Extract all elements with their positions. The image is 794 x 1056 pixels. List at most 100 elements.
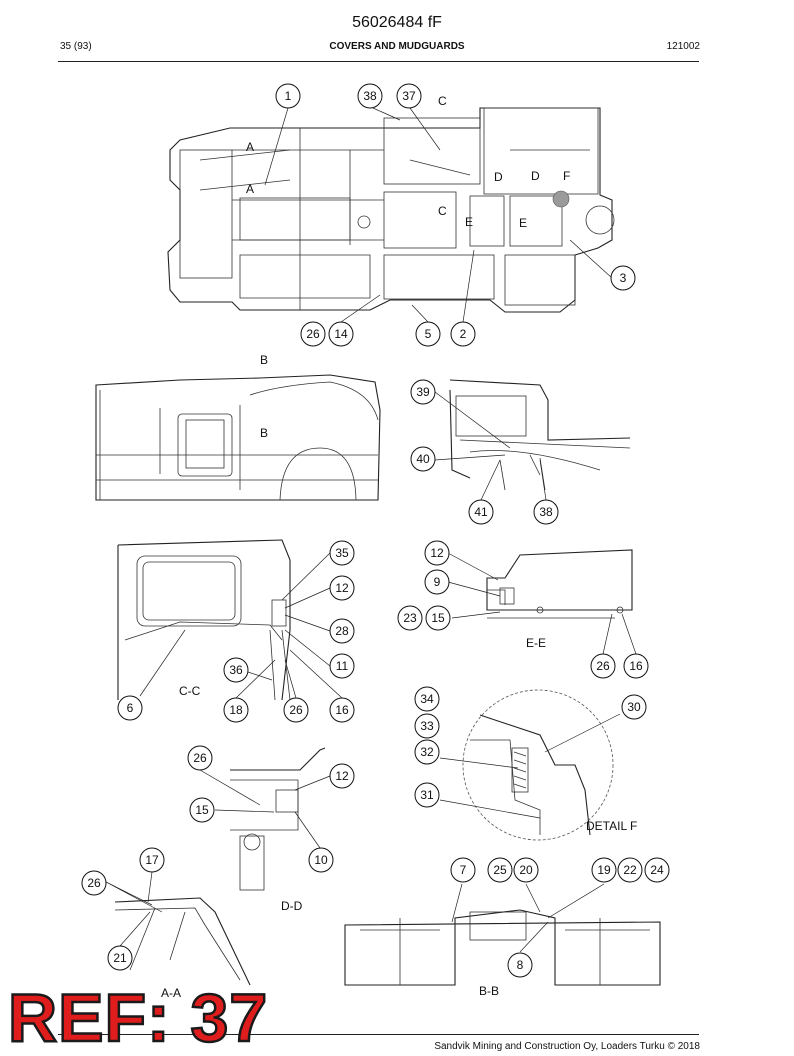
svg-text:1: 1	[285, 89, 292, 103]
callout-16: 16	[329, 697, 355, 723]
callout-14: 14	[328, 321, 354, 347]
callout-26: 26	[300, 321, 326, 347]
callout-11: 11	[329, 653, 355, 679]
callout-10: 10	[308, 847, 334, 873]
svg-text:15: 15	[431, 611, 445, 625]
callout-24: 24	[644, 857, 670, 883]
document-number: 56026484 fF	[352, 14, 442, 31]
header-divider	[58, 61, 699, 62]
svg-text:15: 15	[195, 803, 209, 817]
svg-text:12: 12	[430, 546, 444, 560]
svg-text:26: 26	[596, 659, 610, 673]
svg-text:30: 30	[627, 700, 641, 714]
svg-text:9: 9	[434, 575, 441, 589]
svg-text:22: 22	[623, 863, 637, 877]
callout-34: 34	[414, 686, 440, 712]
callout-16-ee: 16	[623, 653, 649, 679]
callout-32: 32	[414, 739, 440, 765]
callout-40: 40	[410, 446, 436, 472]
callout-37: 37	[396, 83, 422, 109]
section-title: COVERS AND MUDGUARDS	[329, 41, 465, 52]
svg-text:17: 17	[145, 853, 159, 867]
callout-39: 39	[410, 379, 436, 405]
callout-19: 19	[591, 857, 617, 883]
view-dd-drawing	[230, 747, 326, 891]
view-aa-drawing	[114, 897, 251, 986]
svg-text:23: 23	[403, 611, 417, 625]
view-label-cc: C-C	[179, 684, 201, 698]
svg-text:20: 20	[519, 863, 533, 877]
date-code: 121002	[666, 41, 700, 52]
svg-text:E: E	[465, 215, 473, 229]
svg-text:31: 31	[420, 788, 434, 802]
svg-text:D: D	[531, 169, 540, 183]
svg-text:18: 18	[229, 703, 243, 717]
view-cc-drawing	[117, 539, 291, 701]
svg-text:41: 41	[474, 505, 488, 519]
svg-text:A: A	[246, 140, 254, 154]
callout-18: 18	[223, 697, 249, 723]
callout-22: 22	[617, 857, 643, 883]
callout-20: 20	[513, 857, 539, 883]
callout-2: 2	[450, 321, 476, 347]
svg-text:B: B	[260, 353, 268, 367]
callout-1: 1	[275, 83, 301, 109]
svg-text:10: 10	[314, 853, 328, 867]
side-view-drawing	[95, 374, 381, 501]
callout-25: 25	[487, 857, 513, 883]
callout-21: 21	[107, 945, 133, 971]
callout-33: 33	[414, 713, 440, 739]
svg-text:36: 36	[229, 663, 243, 677]
view-label-dd: D-D	[281, 899, 303, 913]
callout-36: 36	[223, 657, 249, 683]
svg-text:6: 6	[127, 701, 134, 715]
callout-8: 8	[507, 952, 533, 978]
svg-text:35: 35	[335, 546, 349, 560]
callout-28: 28	[329, 618, 355, 644]
svg-text:8: 8	[517, 958, 524, 972]
svg-text:7: 7	[460, 863, 467, 877]
footer-divider	[58, 1034, 699, 1035]
svg-text:26: 26	[306, 327, 320, 341]
svg-text:24: 24	[650, 863, 664, 877]
callout-3: 3	[610, 265, 636, 291]
svg-text:5: 5	[425, 327, 432, 341]
footer-copyright: Sandvik Mining and Construction Oy, Load…	[434, 1041, 700, 1052]
view-label-detail-f: DETAIL F	[586, 819, 637, 833]
leader-lines	[105, 107, 637, 953]
svg-text:38: 38	[539, 505, 553, 519]
svg-text:E: E	[519, 216, 527, 230]
svg-text:34: 34	[420, 692, 434, 706]
callout-7: 7	[450, 857, 476, 883]
svg-text:C: C	[438, 94, 447, 108]
callout-31: 31	[414, 782, 440, 808]
svg-text:11: 11	[336, 659, 349, 673]
svg-text:33: 33	[420, 719, 434, 733]
callout-9: 9	[424, 569, 450, 595]
section-markers: A A B B C C D D E E F	[246, 94, 570, 440]
svg-text:39: 39	[416, 385, 430, 399]
svg-text:28: 28	[335, 624, 349, 638]
svg-text:14: 14	[334, 327, 348, 341]
callout-26-ee: 26	[590, 653, 616, 679]
callout-26-dd: 26	[187, 745, 213, 771]
callout-38-linkage: 38	[533, 499, 559, 525]
page-number: 35 (93)	[60, 41, 92, 52]
svg-text:25: 25	[493, 863, 507, 877]
svg-text:12: 12	[335, 581, 349, 595]
svg-text:F: F	[563, 169, 570, 183]
svg-text:C: C	[438, 204, 447, 218]
callout-41: 41	[468, 499, 494, 525]
svg-text:16: 16	[335, 703, 349, 717]
callout-23: 23	[397, 605, 423, 631]
callout-12: 12	[329, 575, 355, 601]
svg-text:40: 40	[416, 452, 430, 466]
callout-15: 15	[425, 605, 451, 631]
view-bb-drawing	[344, 909, 661, 986]
svg-text:B: B	[260, 426, 268, 440]
svg-text:26: 26	[289, 703, 303, 717]
view-label-aa: A-A	[161, 986, 181, 1000]
callout-35: 35	[329, 540, 355, 566]
svg-text:21: 21	[113, 951, 127, 965]
